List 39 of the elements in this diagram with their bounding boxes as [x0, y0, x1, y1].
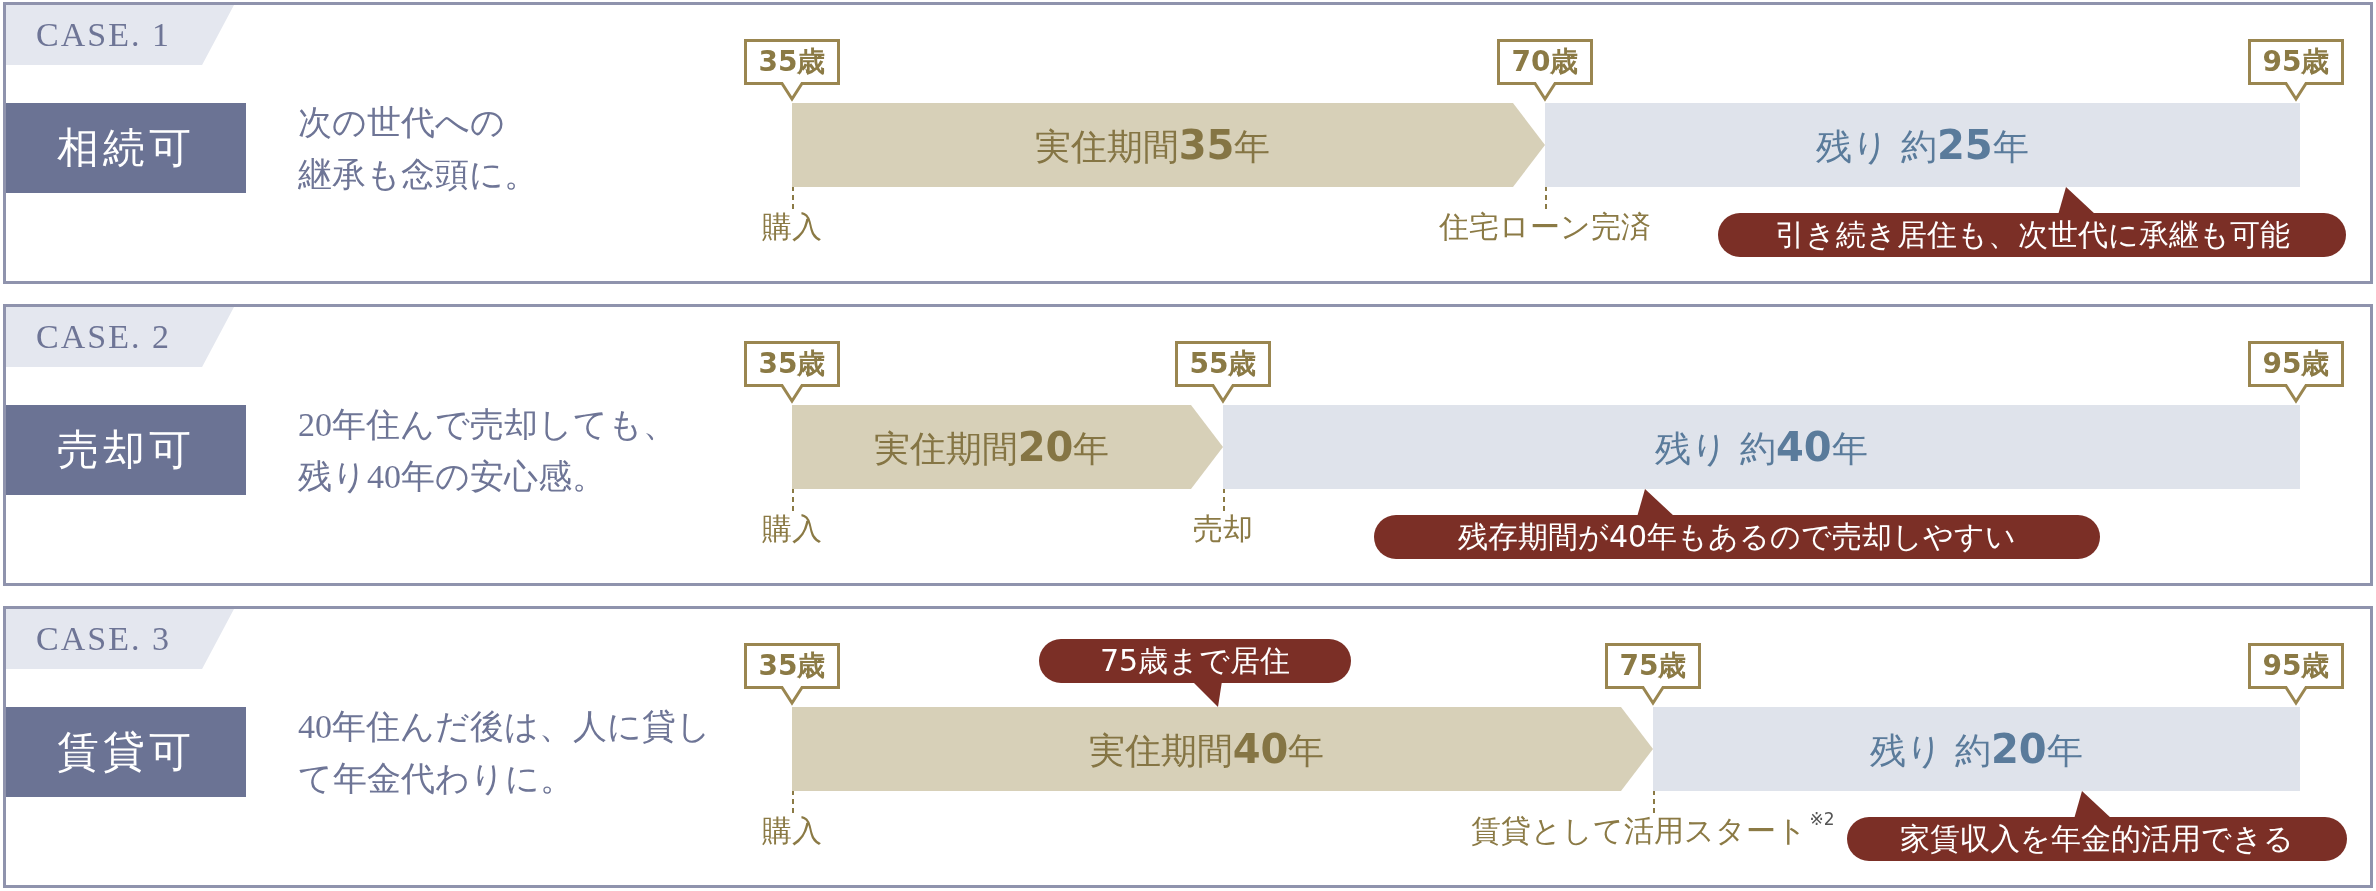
case-panel	[3, 304, 2373, 586]
case-tab: CASE. 3	[6, 609, 234, 669]
age-callout: 35歳	[744, 341, 840, 403]
dashed-leader-line	[1653, 790, 1655, 814]
case-panel	[3, 2, 2373, 284]
remaining-period-bar: 残り 約25年	[1545, 103, 2300, 187]
case-tab: CASE. 1	[6, 5, 234, 65]
dashed-leader-line	[792, 488, 794, 512]
description-text: 次の世代への継承も念頭に。	[298, 103, 538, 195]
age-callout: 75歳	[1605, 643, 1701, 705]
residence-period-bar: 実住期間35年	[792, 103, 1545, 187]
case-tab: CASE. 2	[6, 307, 234, 367]
age-callout: 95歳	[2248, 341, 2344, 403]
dashed-leader-line	[1223, 488, 1225, 512]
dashed-leader-line	[792, 186, 794, 210]
case-panel	[3, 606, 2373, 888]
dashed-leader-line	[792, 790, 794, 814]
dashed-leader-line	[1545, 186, 1547, 210]
timeline-point-label: 賃貸として活用スタート$^{※2}$	[1471, 813, 1835, 849]
residence-period-bar: 実住期間40年	[792, 707, 1653, 791]
residence-period-bar: 実住期間20年	[792, 405, 1223, 489]
category-label: 売却可	[6, 405, 246, 495]
age-callout: 55歳	[1175, 341, 1271, 403]
age-callout: 35歳	[744, 39, 840, 101]
age-callout: 35歳	[744, 643, 840, 705]
category-label: 相続可	[6, 103, 246, 193]
timeline-point-label: 購入	[762, 511, 822, 547]
remaining-period-bar: 残り 約40年	[1223, 405, 2300, 489]
category-label: 賃貸可	[6, 707, 246, 797]
description-text: 20年住んで売却しても、残り40年の安心感。	[298, 405, 678, 497]
description-text: 40年住んだ後は、人に貸して年金代わりに。	[298, 707, 712, 799]
age-callout: 70歳	[1497, 39, 1593, 101]
age-callout: 95歳	[2248, 39, 2344, 101]
timeline-point-label: 購入	[762, 813, 822, 849]
timeline-point-label: 住宅ローン完済	[1439, 209, 1651, 245]
timeline-point-label: 売却	[1193, 511, 1253, 547]
remaining-period-bar: 残り 約20年	[1653, 707, 2300, 791]
age-callout: 95歳	[2248, 643, 2344, 705]
timeline-point-label: 購入	[762, 209, 822, 245]
